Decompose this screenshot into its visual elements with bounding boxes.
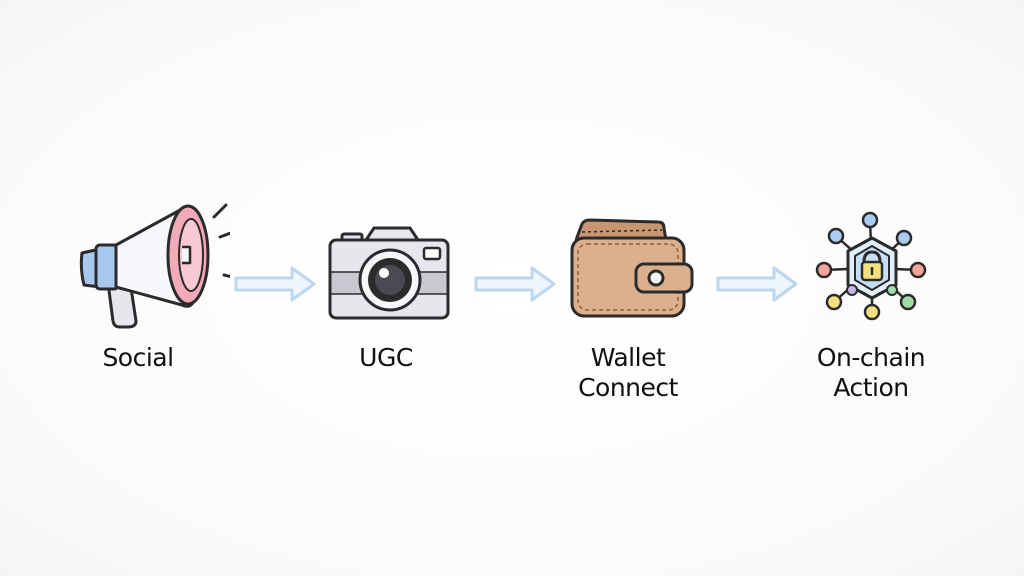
wallet-icon	[566, 216, 696, 320]
camera-icon	[328, 226, 452, 322]
blockchain-network-icon	[812, 210, 932, 326]
arrow-right-icon	[234, 264, 318, 304]
step-label-wallet-connect: Wallet Connect	[578, 343, 678, 402]
arrow-right-icon	[474, 264, 558, 304]
arrow-right-icon	[716, 264, 800, 304]
step-label-ugc: UGC	[359, 343, 413, 372]
step-label-on-chain-action: On-chain Action	[816, 343, 926, 402]
megaphone-icon	[70, 195, 242, 335]
step-label-social: Social	[102, 343, 174, 372]
